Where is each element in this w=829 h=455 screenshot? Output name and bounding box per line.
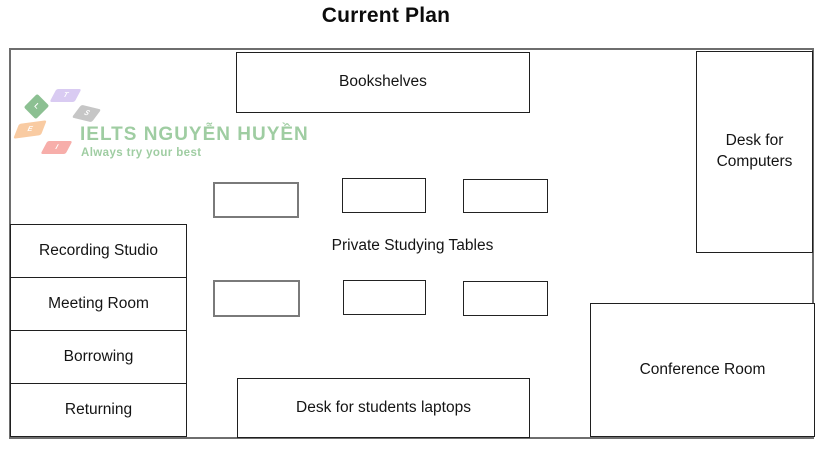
- study-table: [342, 178, 426, 213]
- room-label: Bookshelves: [339, 73, 427, 91]
- room-borrowing: Borrowing: [11, 330, 186, 383]
- logo-letter: E: [26, 125, 34, 134]
- logo-letter: L: [32, 102, 41, 111]
- room-label: Desk for Computers: [716, 132, 793, 170]
- study-table: [343, 280, 426, 315]
- logo-letter: T: [61, 92, 70, 99]
- room-desk-for-students-laptops: Desk for students laptops: [237, 378, 530, 438]
- study-table: [213, 280, 300, 317]
- room-returning: Returning: [11, 383, 186, 436]
- study-table: [213, 182, 299, 218]
- room-label: Conference Room: [639, 360, 766, 378]
- study-table: [463, 179, 548, 213]
- room-recording-studio: Recording Studio: [39, 242, 158, 259]
- logo-letter: S: [81, 109, 92, 118]
- room-bookshelves: Bookshelves: [236, 52, 530, 113]
- logo-tagline: Always try your best: [81, 147, 202, 159]
- room-label: Desk for students laptops: [296, 398, 471, 416]
- private-studying-tables-label: Private Studying Tables: [331, 237, 494, 254]
- page-title: Current Plan: [321, 4, 451, 27]
- room-conference: Conference Room: [590, 303, 815, 437]
- logo-letter: I: [53, 144, 60, 151]
- left-room-stack: Recording Studio Meeting Room Borrowing …: [10, 224, 187, 437]
- study-table: [463, 281, 548, 316]
- room-desk-for-computers: Desk for Computers: [696, 51, 813, 253]
- room-meeting-room: Meeting Room: [11, 277, 186, 330]
- logo-brand-text: IELTS NGUYỄN HUYỀN: [80, 124, 309, 145]
